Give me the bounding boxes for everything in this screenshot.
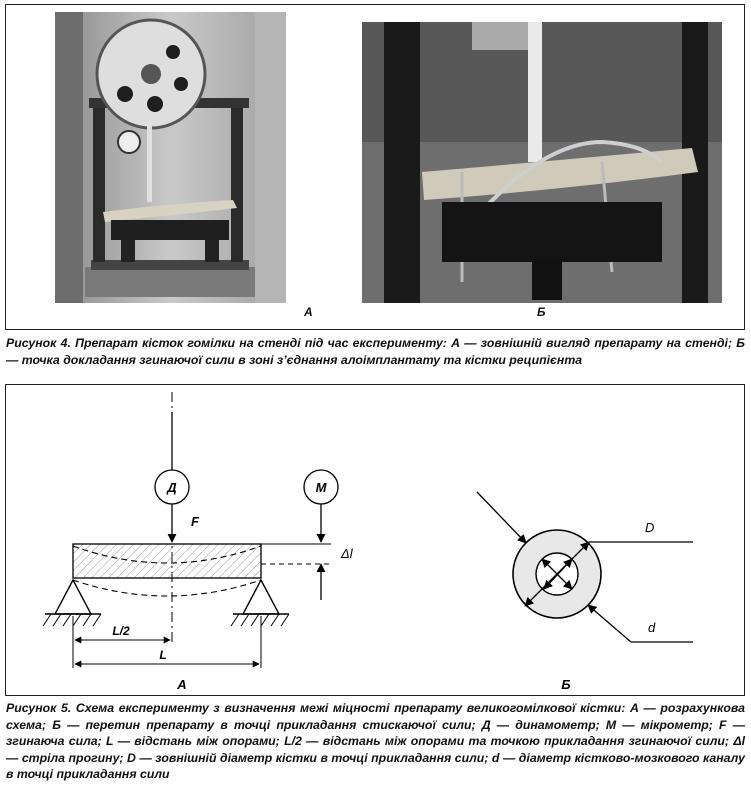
outer-diameter-arrow-b	[587, 604, 618, 631]
beam	[72, 543, 262, 579]
outer-diameter-arrow-diag	[524, 541, 590, 607]
figure-5-frame	[5, 384, 745, 696]
photo-stand-exterior	[55, 12, 286, 303]
outer-diameter-label: D	[645, 520, 654, 535]
deflection-label: Δl	[340, 546, 354, 561]
figure-5-diagram: Д F М Δl L/2 L А	[42, 392, 693, 692]
photo-force-application	[362, 22, 722, 303]
left-support	[42, 578, 102, 627]
dynamometer-label: Д	[166, 480, 177, 495]
figure-5-caption-subtitle: Схема експерименту з визначення межі міц…	[75, 701, 626, 715]
span-label: L	[159, 648, 166, 662]
force-label: F	[191, 514, 200, 529]
inner-diameter-leader-diag	[616, 629, 632, 643]
scheme-b-panel-label: Б	[561, 677, 570, 692]
deflected-bottom-curve	[72, 579, 262, 597]
photo-b-label: Б	[537, 305, 546, 319]
figure-5-caption: Рисунок 5. Схема експерименту з визначен…	[6, 700, 745, 783]
figure-4-caption: Рисунок 4. Препарат кісток гомілки на ст…	[6, 335, 745, 368]
figure-5-caption-title: Рисунок 5.	[6, 701, 72, 715]
figure-4-caption-body: Препарат кісток гомілки на стенді під ча…	[6, 336, 745, 367]
photo-a-label: А	[304, 305, 313, 319]
outer-diameter-pointer-a	[476, 491, 527, 544]
micrometer-label: М	[316, 480, 328, 495]
deflected-top-curve	[72, 545, 262, 564]
right-support	[230, 578, 290, 627]
scheme-a-panel-label: А	[176, 677, 186, 692]
inner-diameter-label: d	[648, 620, 656, 635]
figure-4-caption-title: Рисунок 4.	[6, 336, 71, 350]
half-span-label: L/2	[112, 624, 130, 638]
figure-5-caption-body: А — розрахункова схема; Б — перетин преп…	[6, 701, 746, 781]
